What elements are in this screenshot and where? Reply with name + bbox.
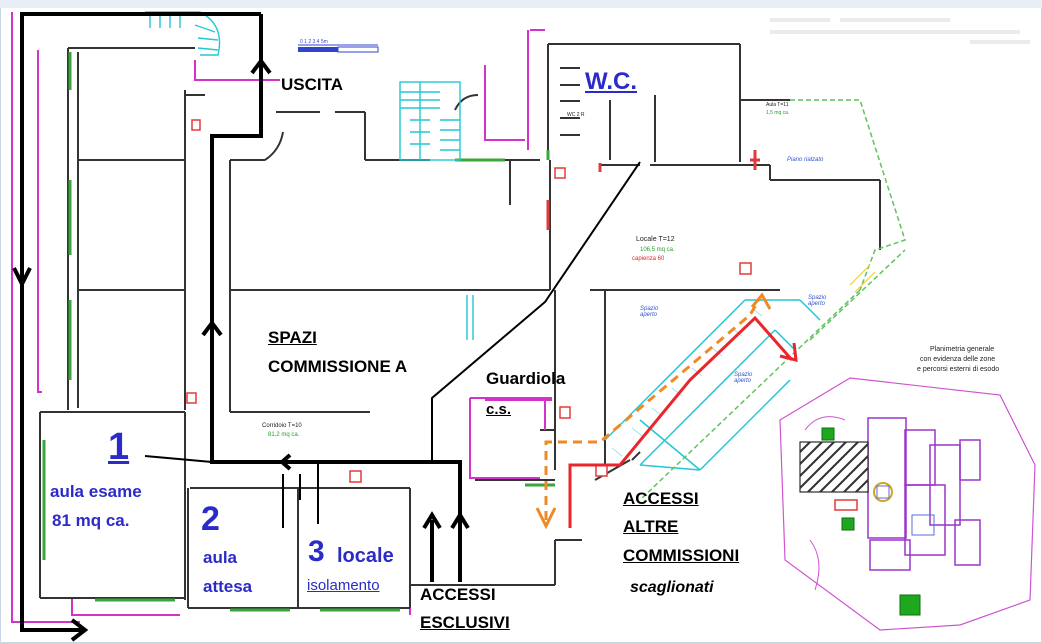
stairs	[145, 11, 474, 340]
accessi-altre-line2: ALTRE	[623, 517, 679, 536]
black-arrow-left	[12, 267, 32, 289]
spazi-label-line2: COMMISSIONE A	[268, 357, 408, 376]
site-plan-inset	[779, 377, 1036, 631]
aula1-label-line1: aula esame	[50, 482, 142, 501]
aula3-label-line1: locale	[337, 545, 394, 567]
uscita-label: USCITA	[281, 75, 344, 94]
spazio-aperto-label-3: Spazio aperto	[734, 372, 753, 384]
aula1-label-line2: 81 mq ca.	[52, 511, 130, 530]
spazio-aperto-label-1: Spazio aperto	[640, 306, 659, 318]
planimetria-line2: con evidenza delle zone	[920, 356, 996, 363]
spazi-label-line1: SPAZI	[268, 328, 317, 347]
locale-t12-capacity: capienza 60	[632, 256, 665, 262]
accessi-altre-line4: scaglionati	[630, 579, 714, 596]
guardiola-cs-label: c.s.	[486, 401, 512, 418]
route-orange	[544, 297, 762, 520]
wc-label: W.C.	[585, 68, 637, 95]
top-strip	[0, 0, 1042, 8]
route-red	[568, 315, 798, 528]
spazio-aperto-label-2: Spazio aperto	[808, 295, 827, 307]
emergency-mark-1	[186, 392, 197, 404]
ramp-yellow	[849, 264, 876, 293]
corridoio-area: 81,2 mq ca.	[268, 432, 300, 438]
route-black	[12, 12, 470, 642]
emergency-mark-6	[595, 464, 608, 477]
black-arrow-corridor	[278, 453, 292, 471]
aula-t11-area: 1,5 mq ca.	[766, 110, 790, 116]
orange-arrow-up	[750, 292, 772, 310]
emergency-mark-4	[739, 262, 752, 275]
faint-header	[770, 18, 1030, 44]
route-orange-arrows	[535, 292, 772, 530]
black-arrow-bottom	[70, 618, 89, 642]
accessi-altre-line1: ACCESSI	[623, 489, 699, 508]
piano-rialzato-label: Piano rialzato	[787, 157, 824, 163]
emergency-marks	[186, 119, 752, 483]
aula2-label-line2: attesa	[203, 577, 253, 596]
route-black-thin	[144, 161, 641, 528]
aula3-number: 3	[308, 535, 325, 568]
emergency-mark-5	[559, 406, 571, 419]
emergency-mark-2	[349, 470, 362, 483]
scale-bar-ticks: 0 1 2 3 4 5m	[300, 39, 328, 45]
outdoor-boundary	[639, 99, 906, 501]
planimetria-line1: Planimetria generale	[930, 346, 995, 353]
wc-note-label: WC 2 R	[567, 112, 585, 118]
window-accents	[42, 52, 555, 612]
planimetria-line3: e percorsi esterni di esodo	[917, 366, 1000, 373]
locale-t12-label: Locale T=12	[636, 236, 675, 243]
guardiola-label: Guardiola	[486, 369, 566, 388]
emergency-mark-7	[191, 119, 201, 131]
guardiola-walls	[485, 399, 552, 430]
black-arrow-accessi-1	[422, 511, 442, 530]
accessi-altre-line3: COMMISSIONI	[623, 546, 740, 565]
orange-arrow-down	[535, 507, 557, 530]
scale-bar	[298, 44, 379, 53]
locale-t12-area: 106,5 mq ca.	[640, 247, 675, 253]
black-arrow-mid	[201, 319, 223, 337]
red-accents	[546, 150, 760, 230]
aula-t11-label: Aula T=11	[766, 102, 789, 108]
corridoio-label: Corridoio T=10	[262, 423, 302, 429]
aula2-label-line1: aula	[203, 548, 238, 567]
accessi-esclusivi-line2: ESCLUSIVI	[420, 613, 510, 632]
aula1-number: 1	[108, 426, 130, 468]
black-arrow-uscita	[250, 57, 272, 75]
red-arrow-end	[779, 342, 798, 362]
accessi-esclusivi-line1: ACCESSI	[420, 585, 496, 604]
aula3-label-line2: isolamento	[307, 577, 380, 594]
walls	[39, 43, 881, 609]
aula2-number: 2	[201, 500, 220, 538]
black-arrow-accessi-2	[450, 511, 470, 530]
emergency-mark-3	[554, 167, 566, 179]
perimeter-magenta	[11, 12, 552, 623]
